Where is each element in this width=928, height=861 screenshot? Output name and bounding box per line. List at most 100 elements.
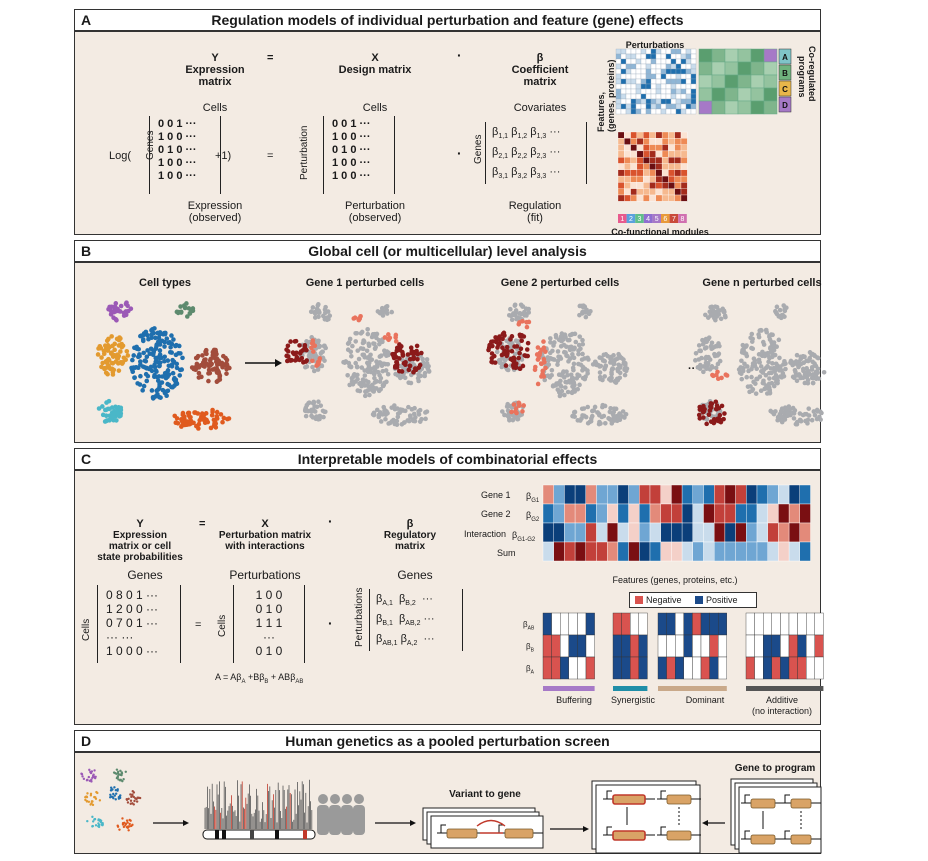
- mini-cell: [657, 634, 667, 658]
- perturbation-cell: [665, 78, 672, 85]
- perturbed-cell: [714, 406, 719, 412]
- mini-cell: [754, 656, 764, 680]
- module-swatch: [652, 214, 661, 223]
- person-body: [329, 805, 341, 835]
- panel-a-letter: A: [81, 12, 92, 28]
- perturbed-cell: [513, 365, 518, 371]
- grey-cell: [349, 375, 355, 381]
- feature-cell: [553, 484, 565, 505]
- c-features-axis: Features (genes, proteins, etc.): [612, 575, 738, 585]
- grey-cell: [551, 343, 556, 348]
- feature-cell: [628, 522, 640, 543]
- perturbation-cell: [630, 88, 637, 95]
- program-swatch: [778, 48, 792, 65]
- grey-cell: [371, 341, 376, 346]
- a-plus-one: +1): [215, 150, 232, 162]
- grey-cell: [813, 376, 819, 382]
- feature-cell: [553, 503, 565, 524]
- module-cell: [661, 175, 669, 183]
- grey-cell: [412, 418, 418, 424]
- c-my-row: ··· ···: [106, 630, 134, 644]
- mini-cell: [709, 634, 719, 658]
- program-block: [724, 87, 739, 102]
- module-cell: [649, 131, 656, 139]
- c-mx-row: 0 1 0: [255, 602, 283, 616]
- grey-cell: [752, 360, 758, 366]
- perturbed-cell: [297, 343, 302, 348]
- perturbation-cell: [645, 108, 652, 115]
- mini-cell: [771, 634, 781, 658]
- grey-cell: [775, 414, 781, 420]
- perturbation-cell: [625, 93, 632, 100]
- cell-point-purple: [113, 306, 119, 312]
- perturbation-cell: [630, 103, 637, 110]
- feature-cell: [714, 484, 726, 505]
- perturbation-cell: [670, 103, 677, 110]
- cell-point-green: [185, 314, 190, 319]
- module-cell: [630, 163, 638, 170]
- gene-box: [666, 830, 692, 841]
- c-my-row: 0 7 0 1 ···: [106, 616, 159, 630]
- program-swatch: [778, 96, 792, 113]
- b-umap-svg: [95, 300, 827, 431]
- grey-cell: [422, 373, 428, 379]
- perturbation-cell: [625, 73, 632, 80]
- perturbed-cell: [509, 334, 515, 339]
- cell-point-orange: [109, 366, 115, 372]
- perturbation-cell: [625, 78, 632, 85]
- perturbation-cell: [665, 53, 672, 60]
- feature-cell: [564, 541, 576, 562]
- panel-a-title: Regulation models of individual perturba…: [211, 12, 684, 28]
- mini-cell: [630, 656, 640, 680]
- interaction-arc: [476, 819, 506, 827]
- c-mx-row: 1 1 1: [255, 616, 283, 630]
- grey-cell: [605, 353, 611, 359]
- mini-cell: [745, 612, 755, 636]
- c-x-symbol: X: [261, 518, 269, 530]
- grey-cell: [766, 381, 772, 387]
- cell-point-blue: [165, 388, 171, 394]
- program-swatch: [778, 80, 792, 97]
- perturbation-cell: [635, 93, 642, 100]
- flow-arrowhead: [410, 820, 416, 826]
- grey-cell: [745, 364, 750, 369]
- grey-cell: [392, 403, 397, 408]
- module-cell: [636, 157, 644, 164]
- a-reg-fit: Regulation: [508, 200, 562, 212]
- a-m1-row: 0 1 0 ···: [158, 144, 197, 156]
- feature-cell: [596, 503, 608, 524]
- a-beta-label: Coefficient: [511, 64, 569, 76]
- mini-cell: [560, 656, 570, 680]
- grey-cell: [616, 351, 621, 357]
- a-beta-symbol: β: [536, 52, 544, 64]
- perturbation-cell: [680, 68, 687, 75]
- grey-cell: [303, 364, 308, 370]
- grey-cell: [505, 401, 510, 407]
- mini-cell: [560, 612, 570, 636]
- perturbation-cell: [635, 98, 642, 105]
- cell-point-cyan: [104, 413, 109, 419]
- grey-cell: [318, 403, 324, 408]
- feature-cell: [756, 503, 768, 524]
- feature-cell: [628, 503, 640, 524]
- grey-cell: [603, 364, 608, 369]
- person-head: [342, 794, 352, 804]
- perturbation-cell: [680, 103, 687, 110]
- perturbed-cell: [723, 372, 729, 378]
- cell-point-redorange: [226, 416, 232, 421]
- perturbation-cell: [690, 58, 697, 65]
- cell-point-blue: [157, 363, 162, 369]
- module-cell: [617, 144, 625, 152]
- perturbed-cell: [400, 353, 406, 358]
- grey-cell: [583, 314, 589, 320]
- module-cell: [617, 157, 625, 164]
- grey-cell: [603, 420, 608, 426]
- grey-cell: [610, 366, 616, 372]
- module-cell: [649, 150, 656, 158]
- cell-point-orange: [104, 338, 110, 344]
- feature-cell: [596, 522, 608, 543]
- perturbation-cell: [690, 103, 697, 110]
- perturbed-cell: [500, 336, 505, 342]
- feature-cell: [799, 503, 811, 524]
- perturbation-cell: [655, 93, 662, 100]
